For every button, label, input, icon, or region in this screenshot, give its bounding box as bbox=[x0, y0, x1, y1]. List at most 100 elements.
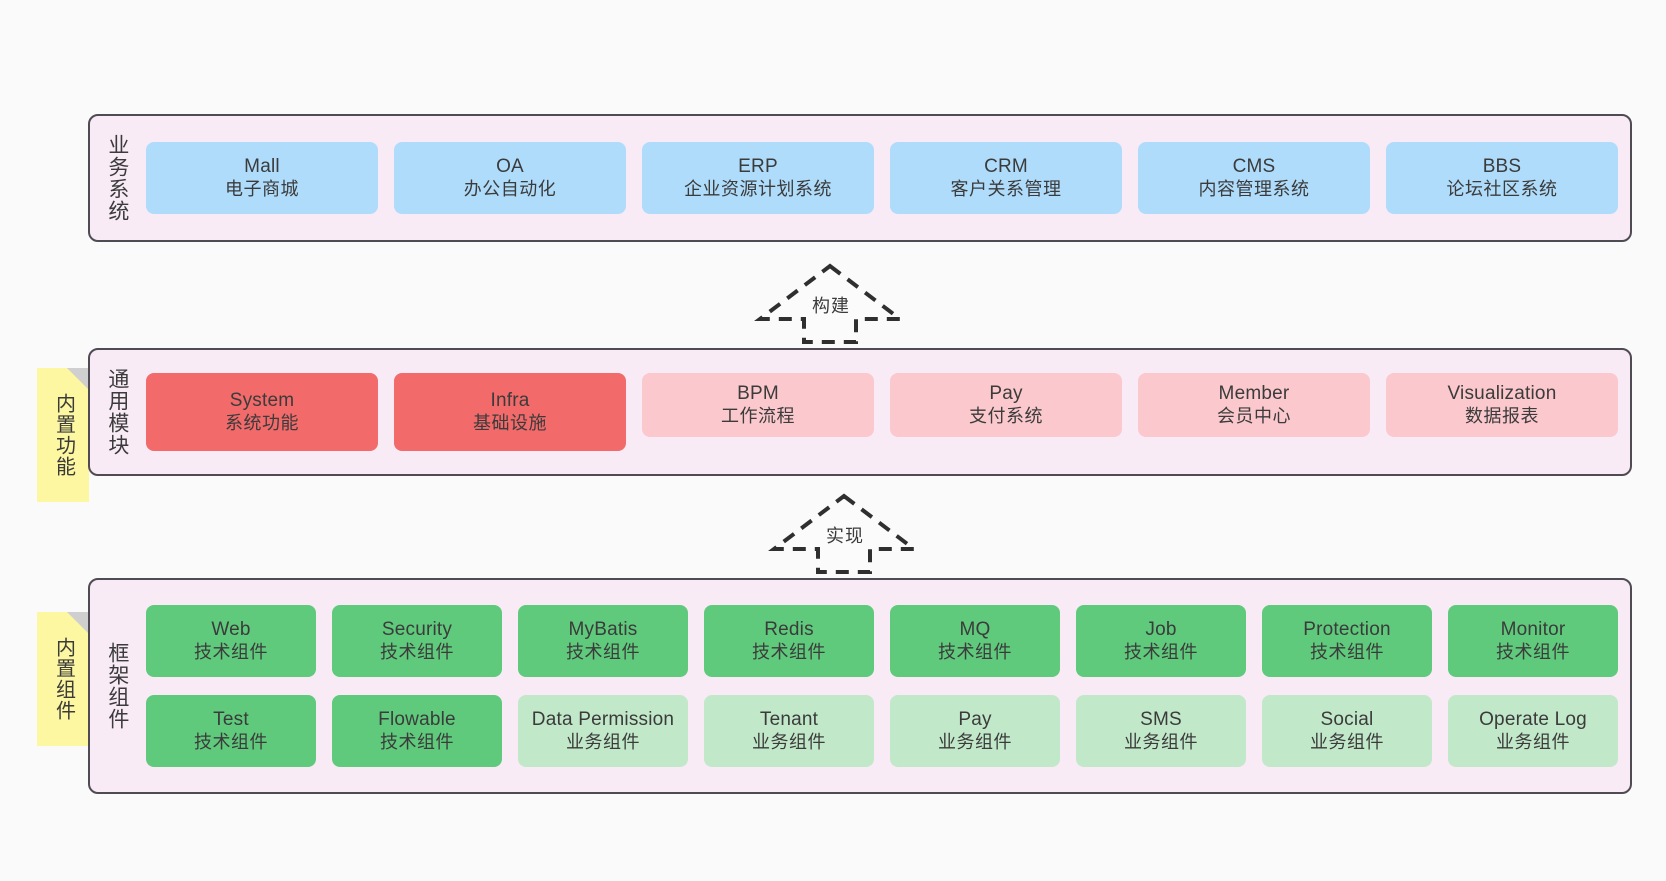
card-subtitle: 业务组件 bbox=[1124, 731, 1198, 752]
card-data-permission[interactable]: Data Permission 业务组件 bbox=[518, 695, 688, 767]
note-builtin-components: 内置组件 bbox=[37, 612, 89, 746]
layer-title-business-systems: 业务系统 bbox=[105, 134, 129, 222]
card-monitor[interactable]: Monitor 技术组件 bbox=[1448, 605, 1618, 677]
layer-body-business-systems: Mall 电子商城 OA 办公自动化 ERP 企业资源计划系统 CRM 客户关系… bbox=[144, 116, 1630, 240]
card-title: Tenant bbox=[759, 709, 819, 731]
card-title: Pay bbox=[989, 383, 1023, 405]
connector-implement-arrow bbox=[766, 492, 922, 574]
card-oa[interactable]: OA 办公自动化 bbox=[394, 142, 626, 214]
card-subtitle: 技术组件 bbox=[566, 641, 640, 662]
card-operate-log[interactable]: Operate Log 业务组件 bbox=[1448, 695, 1618, 767]
card-title: Visualization bbox=[1447, 383, 1557, 405]
card-title: Job bbox=[1145, 619, 1177, 641]
card-title: OA bbox=[496, 156, 524, 178]
card-title: CMS bbox=[1232, 156, 1276, 178]
layer-body-common-modules: System 系统功能 Infra 基础设施 BPM 工作流程 Pay 支付系统… bbox=[144, 350, 1630, 474]
card-mybatis[interactable]: MyBatis 技术组件 bbox=[518, 605, 688, 677]
card-title: BBS bbox=[1482, 156, 1522, 178]
card-subtitle: 业务组件 bbox=[1310, 731, 1384, 752]
card-security[interactable]: Security 技术组件 bbox=[332, 605, 502, 677]
card-subtitle: 业务组件 bbox=[1496, 731, 1570, 752]
card-subtitle: 会员中心 bbox=[1217, 405, 1291, 426]
card-row: System 系统功能 Infra 基础设施 BPM 工作流程 Pay 支付系统… bbox=[146, 373, 1618, 451]
card-erp[interactable]: ERP 企业资源计划系统 bbox=[642, 142, 874, 214]
card-subtitle: 技术组件 bbox=[1496, 641, 1570, 662]
card-title: Operate Log bbox=[1479, 709, 1587, 731]
note-fold-corner bbox=[67, 612, 89, 634]
note-label: 内置功能 bbox=[52, 393, 75, 477]
card-subtitle: 数据报表 bbox=[1465, 405, 1539, 426]
card-pay[interactable]: Pay 支付系统 bbox=[890, 373, 1122, 437]
card-subtitle: 论坛社区系统 bbox=[1446, 178, 1558, 199]
card-tenant[interactable]: Tenant 业务组件 bbox=[704, 695, 874, 767]
card-title: Monitor bbox=[1500, 619, 1566, 641]
card-visualization[interactable]: Visualization 数据报表 bbox=[1386, 373, 1618, 437]
card-subtitle: 内容管理系统 bbox=[1198, 178, 1310, 199]
card-job[interactable]: Job 技术组件 bbox=[1076, 605, 1246, 677]
layer-business-systems: 业务系统 Mall 电子商城 OA 办公自动化 ERP 企业资源计划系统 CRM… bbox=[88, 114, 1632, 242]
card-test[interactable]: Test 技术组件 bbox=[146, 695, 316, 767]
note-builtin-features: 内置功能 bbox=[37, 368, 89, 502]
card-title: Data Permission bbox=[531, 709, 675, 731]
card-subtitle: 技术组件 bbox=[194, 731, 268, 752]
card-title: Member bbox=[1218, 383, 1290, 405]
card-sms[interactable]: SMS 业务组件 bbox=[1076, 695, 1246, 767]
card-title: MQ bbox=[959, 619, 991, 641]
card-redis[interactable]: Redis 技术组件 bbox=[704, 605, 874, 677]
card-row: Web 技术组件 Security 技术组件 MyBatis 技术组件 Redi… bbox=[146, 605, 1618, 677]
card-subtitle: 技术组件 bbox=[194, 641, 268, 662]
card-title: Pay bbox=[958, 709, 992, 731]
card-title: Test bbox=[213, 709, 249, 731]
card-title: SMS bbox=[1140, 709, 1182, 731]
card-subtitle: 技术组件 bbox=[380, 731, 454, 752]
connector-implement-label: 实现 bbox=[826, 526, 864, 546]
card-mq[interactable]: MQ 技术组件 bbox=[890, 605, 1060, 677]
note-fold-corner bbox=[67, 368, 89, 390]
card-member[interactable]: Member 会员中心 bbox=[1138, 373, 1370, 437]
card-title: ERP bbox=[738, 156, 778, 178]
card-subtitle: 办公自动化 bbox=[463, 178, 557, 199]
layer-title-common-modules: 通用模块 bbox=[105, 368, 129, 456]
connector-build-label: 构建 bbox=[812, 296, 850, 316]
card-subtitle: 技术组件 bbox=[1124, 641, 1198, 662]
card-bpm[interactable]: BPM 工作流程 bbox=[642, 373, 874, 437]
layer-body-framework-components: Web 技术组件 Security 技术组件 MyBatis 技术组件 Redi… bbox=[144, 580, 1630, 792]
card-flowable[interactable]: Flowable 技术组件 bbox=[332, 695, 502, 767]
card-cms[interactable]: CMS 内容管理系统 bbox=[1138, 142, 1370, 214]
card-title: Mall bbox=[244, 156, 280, 178]
card-title: System bbox=[229, 390, 295, 412]
card-subtitle: 客户关系管理 bbox=[950, 178, 1062, 199]
card-crm[interactable]: CRM 客户关系管理 bbox=[890, 142, 1122, 214]
card-mall[interactable]: Mall 电子商城 bbox=[146, 142, 378, 214]
card-protection[interactable]: Protection 技术组件 bbox=[1262, 605, 1432, 677]
card-title: BPM bbox=[737, 383, 779, 405]
card-title: Social bbox=[1320, 709, 1374, 731]
card-social[interactable]: Social 业务组件 bbox=[1262, 695, 1432, 767]
card-pay-component[interactable]: Pay 业务组件 bbox=[890, 695, 1060, 767]
card-title: Flowable bbox=[378, 709, 456, 731]
layer-common-modules: 通用模块 System 系统功能 Infra 基础设施 BPM 工作流程 Pay… bbox=[88, 348, 1632, 476]
card-row: Test 技术组件 Flowable 技术组件 Data Permission … bbox=[146, 695, 1618, 767]
card-title: Redis bbox=[764, 619, 814, 641]
card-subtitle: 系统功能 bbox=[225, 412, 299, 433]
card-subtitle: 支付系统 bbox=[969, 405, 1043, 426]
connector-build-arrow bbox=[752, 262, 908, 344]
card-subtitle: 业务组件 bbox=[752, 731, 826, 752]
layer-title-framework-components: 框架组件 bbox=[105, 642, 129, 730]
card-subtitle: 基础设施 bbox=[473, 412, 547, 433]
card-subtitle: 技术组件 bbox=[1310, 641, 1384, 662]
card-title: CRM bbox=[984, 156, 1028, 178]
card-system[interactable]: System 系统功能 bbox=[146, 373, 378, 451]
card-bbs[interactable]: BBS 论坛社区系统 bbox=[1386, 142, 1618, 214]
card-subtitle: 企业资源计划系统 bbox=[684, 178, 832, 199]
note-label: 内置组件 bbox=[52, 637, 75, 721]
card-subtitle: 技术组件 bbox=[938, 641, 1012, 662]
card-subtitle: 业务组件 bbox=[938, 731, 1012, 752]
layer-framework-components: 框架组件 Web 技术组件 Security 技术组件 MyBatis 技术组件… bbox=[88, 578, 1632, 794]
card-subtitle: 技术组件 bbox=[752, 641, 826, 662]
card-web[interactable]: Web 技术组件 bbox=[146, 605, 316, 677]
card-infra[interactable]: Infra 基础设施 bbox=[394, 373, 626, 451]
card-title: MyBatis bbox=[568, 619, 638, 641]
card-subtitle: 技术组件 bbox=[380, 641, 454, 662]
